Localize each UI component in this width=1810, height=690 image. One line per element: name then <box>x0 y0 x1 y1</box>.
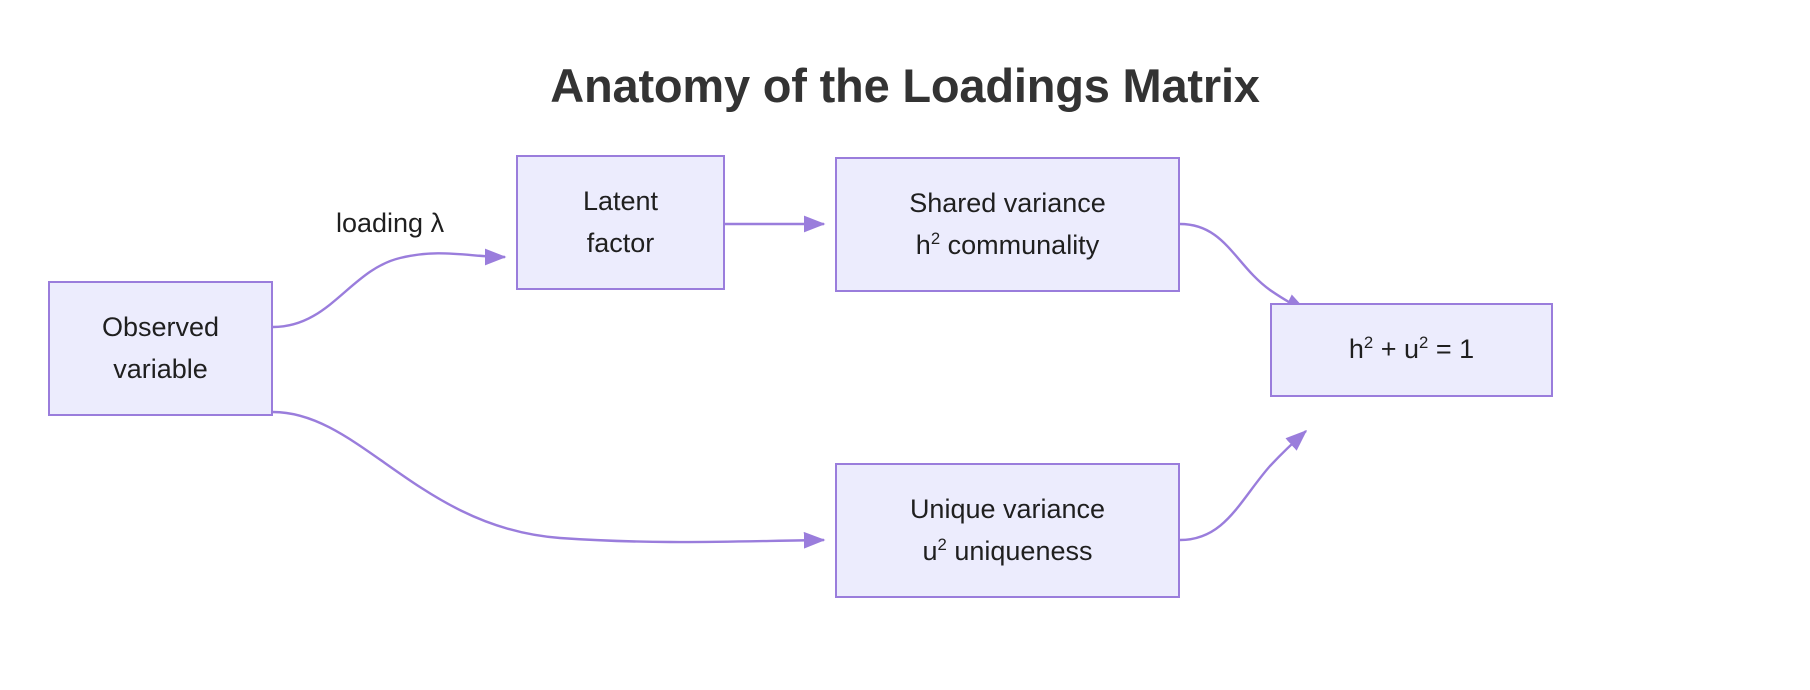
node-shared-variance-line2: h2 communality <box>916 225 1099 267</box>
edge-observed-to-unique <box>272 410 826 549</box>
identity-equals-one: = 1 <box>1428 334 1475 365</box>
diagram-title: Anatomy of the Loadings Matrix <box>550 59 1260 112</box>
unique-u-exponent: 2 <box>937 534 947 554</box>
node-unique-variance-line2: u2 uniqueness <box>923 531 1093 573</box>
node-unique-variance-line1: Unique variance <box>909 493 1106 524</box>
node-latent-factor-line2: factor <box>586 227 655 258</box>
node-variance-identity[interactable]: h2 + u2 = 1 <box>1270 303 1553 397</box>
identity-u-symbol: u <box>1403 334 1420 365</box>
edge-observed-to-latent <box>272 248 507 329</box>
node-observed-variable[interactable]: Observed variable <box>48 281 273 416</box>
node-observed-variable-line2: variable <box>113 353 208 384</box>
unique-uniqueness-word: uniqueness <box>946 535 1093 566</box>
node-shared-variance-line1: Shared variance <box>909 187 1106 218</box>
edge-shared-to-identity <box>1179 222 1308 313</box>
unique-u-symbol: u <box>922 535 938 566</box>
node-latent-factor[interactable]: Latent factor <box>516 155 725 290</box>
identity-h-symbol: h <box>1348 334 1364 365</box>
node-observed-variable-line1: Observed <box>101 311 220 342</box>
node-unique-variance[interactable]: Unique variance u2 uniqueness <box>835 463 1180 598</box>
shared-communality-word: communality <box>940 229 1100 260</box>
variance-identity-equation: h2 + u2 = 1 <box>1349 329 1474 371</box>
edge-unique-to-identity <box>1179 430 1308 542</box>
shared-h-exponent: 2 <box>930 228 941 248</box>
edge-label-loading-lambda: loading λ <box>333 208 448 239</box>
shared-h-symbol: h <box>915 229 931 260</box>
node-shared-variance[interactable]: Shared variance h2 communality <box>835 157 1180 292</box>
identity-u-exponent: 2 <box>1419 333 1429 353</box>
identity-plus-operator: + <box>1373 334 1404 365</box>
identity-h-exponent: 2 <box>1363 333 1374 353</box>
node-latent-factor-line1: Latent <box>582 185 659 216</box>
